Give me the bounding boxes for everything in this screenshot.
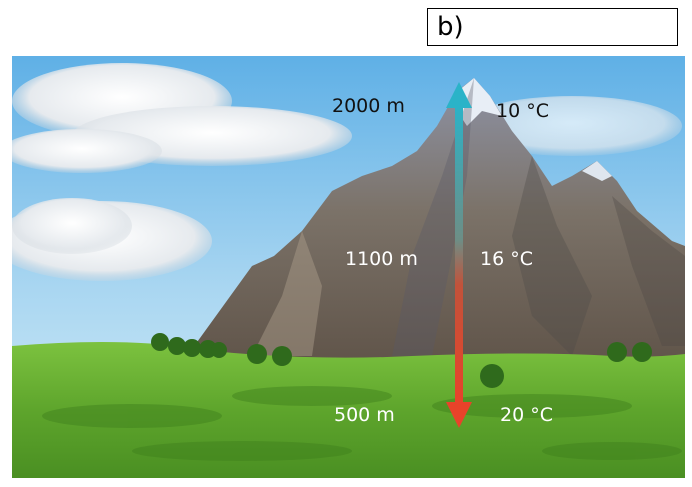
temperature-bottom-label: 20 °C xyxy=(500,404,553,426)
figure-label: b) xyxy=(437,12,464,42)
temperature-top-label: 10 °C xyxy=(496,100,549,122)
mountain xyxy=(187,78,685,376)
grass-field xyxy=(12,342,685,478)
altitude-top-label: 2000 m xyxy=(332,95,405,117)
altitude-middle-label: 1100 m xyxy=(345,248,418,270)
altitude-bottom-label: 500 m xyxy=(334,404,395,426)
figure-label-box: b) xyxy=(427,8,678,46)
altitude-temperature-arrow xyxy=(446,82,472,428)
mountain-scene xyxy=(12,56,685,478)
grass-texture xyxy=(42,386,682,461)
temperature-middle-label: 16 °C xyxy=(480,248,533,270)
trees xyxy=(151,333,652,388)
